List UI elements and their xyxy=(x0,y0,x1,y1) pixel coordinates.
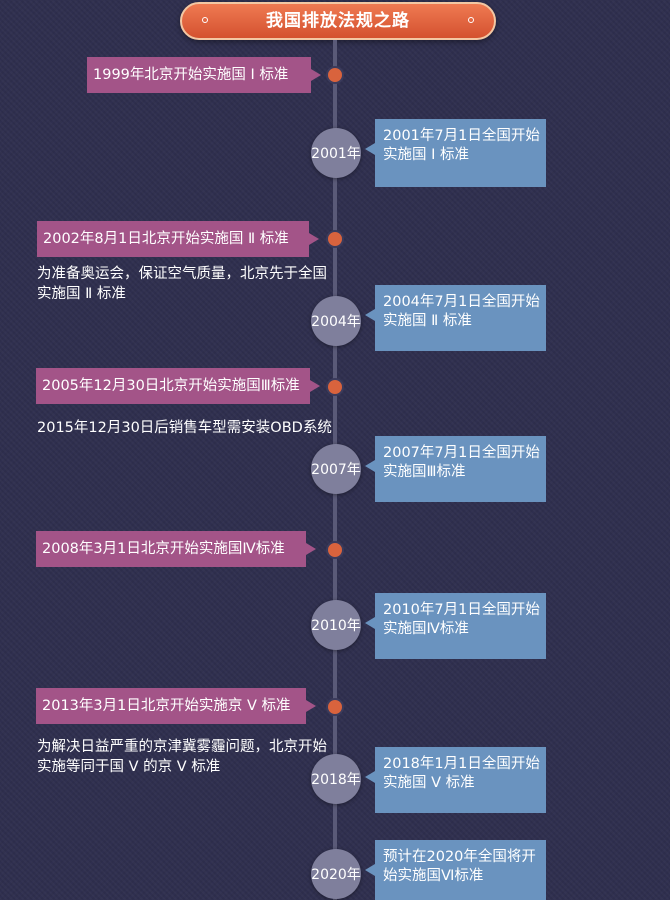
timeline-dot xyxy=(326,66,344,84)
national-event-2010: 2010年7月1日全国开始实施国Ⅳ标准 xyxy=(365,593,546,659)
beijing-event-2013: 2013年3月1日北京开始实施京 Ⅴ 标准 xyxy=(36,688,316,724)
year-marker-2004: 2004年 xyxy=(311,296,361,346)
beijing-event-2005: 2005年12月30日北京开始实施国Ⅲ标准 xyxy=(36,368,320,404)
title-right-ring-icon xyxy=(468,17,474,23)
national-event-2001: 2001年7月1日全国开始实施国 Ⅰ 标准 xyxy=(365,119,546,187)
national-event-2004: 2004年7月1日全国开始实施国 Ⅱ 标准 xyxy=(365,285,546,351)
timeline-dot xyxy=(326,230,344,248)
note-obd: 2015年12月30日后销售车型需安装OBD系统 xyxy=(37,420,332,436)
timeline-dot xyxy=(326,541,344,559)
national-event-2018: 2018年1月1日全国开始实施国 Ⅴ 标准 xyxy=(365,747,546,813)
title-left-ring-icon xyxy=(202,17,208,23)
note-olympics: 为准备奥运会，保证空气质量，北京先于全国实施国 Ⅱ 标准 xyxy=(37,266,327,302)
year-marker-2007: 2007年 xyxy=(311,444,361,494)
beijing-event-2008: 2008年3月1日北京开始实施国Ⅳ标准 xyxy=(36,531,316,567)
national-event-2007: 2007年7月1日全国开始实施国Ⅲ标准 xyxy=(365,436,546,502)
year-marker-2001: 2001年 xyxy=(311,128,361,178)
title-text: 我国排放法规之路 xyxy=(266,11,410,31)
national-event-2020: 预计在2020年全国将开始实施国Ⅵ标准 xyxy=(365,840,546,900)
year-marker-2018: 2018年 xyxy=(311,754,361,804)
note-haze: 为解决日益严重的京津冀雾霾问题，北京开始实施等同于国 Ⅴ 的京 Ⅴ 标准 xyxy=(37,739,327,775)
timeline-title: 我国排放法规之路 xyxy=(180,2,496,40)
timeline-dot xyxy=(326,378,344,396)
timeline-dot xyxy=(326,698,344,716)
beijing-event-2002: 2002年8月1日北京开始实施国 Ⅱ 标准 xyxy=(37,221,319,257)
year-marker-2020: 2020年 xyxy=(311,849,361,899)
beijing-event-1999: 1999年北京开始实施国 Ⅰ 标准 xyxy=(87,57,321,93)
year-marker-2010: 2010年 xyxy=(311,600,361,650)
